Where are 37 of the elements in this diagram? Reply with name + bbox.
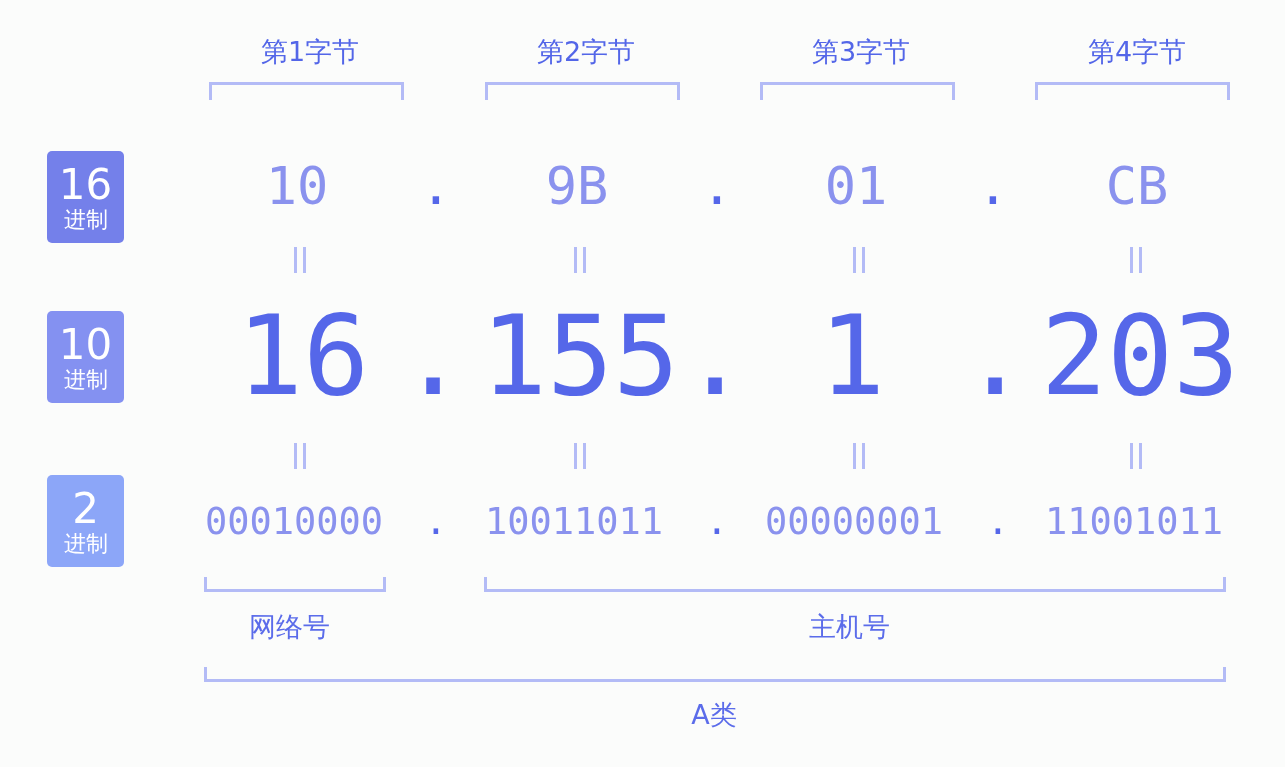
- base-badge: [47, 151, 124, 243]
- bracket-label: A类: [691, 700, 737, 728]
- hex-value: 01: [824, 160, 888, 212]
- byte-heading: 第2字节: [536, 37, 636, 65]
- badge-caption: 进制: [63, 207, 108, 231]
- dot-separator: .: [420, 160, 452, 212]
- badge-caption: 进制: [63, 367, 108, 391]
- dot-separator: .: [977, 160, 1009, 212]
- hex-value: 10: [265, 160, 329, 212]
- binary-value: 00000001: [764, 502, 944, 540]
- bracket-label: 网络号: [248, 612, 330, 640]
- dot-separator: .: [701, 160, 733, 212]
- decimal-value: 203: [1040, 301, 1240, 411]
- badge-caption: 进制: [63, 531, 108, 555]
- badge-number: 2: [72, 487, 99, 532]
- dot-separator: .: [399, 301, 467, 411]
- dot-separator: .: [681, 301, 749, 411]
- binary-value: 10011011: [484, 502, 664, 540]
- decimal-value: 16: [236, 301, 370, 411]
- dot-separator: .: [986, 502, 1010, 540]
- dot-separator: .: [961, 301, 1029, 411]
- dot-separator: .: [424, 502, 448, 540]
- badge-number: 16: [58, 163, 113, 208]
- base-badge: [47, 475, 124, 567]
- bracket-label: 主机号: [808, 612, 890, 640]
- binary-value: 11001011: [1044, 502, 1224, 540]
- decimal-value: 1: [818, 301, 886, 411]
- badge-number: 10: [58, 323, 113, 368]
- decimal-value: 155: [480, 301, 680, 411]
- base-badge: [47, 311, 124, 403]
- hex-value: 9B: [545, 160, 609, 212]
- binary-value: 00010000: [204, 502, 384, 540]
- dot-separator: .: [705, 502, 729, 540]
- byte-heading: 第3字节: [811, 37, 911, 65]
- hex-value: CB: [1105, 160, 1169, 212]
- byte-heading: 第4字节: [1087, 37, 1187, 65]
- byte-heading: 第1字节: [260, 37, 360, 65]
